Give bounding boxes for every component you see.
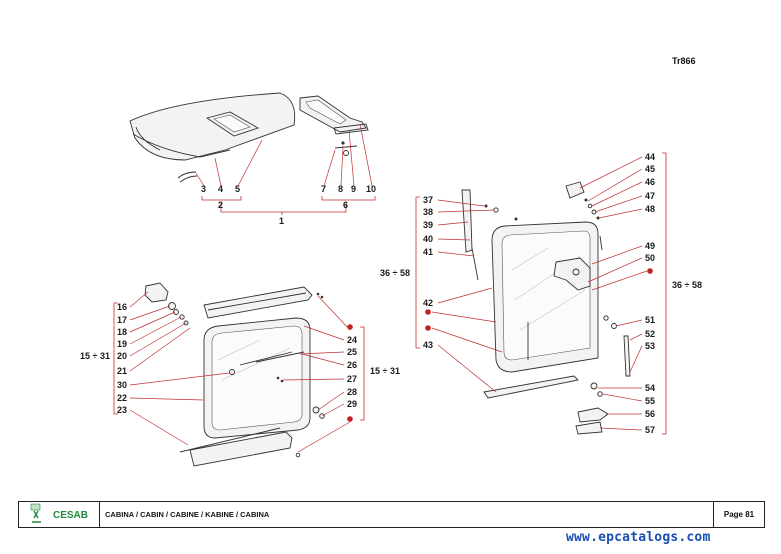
brand-logo: CESAB bbox=[19, 502, 100, 527]
label-29: 29 bbox=[347, 399, 357, 409]
roof-panel bbox=[129, 92, 296, 161]
label-24: 24 bbox=[347, 335, 357, 345]
label-45: 45 bbox=[645, 164, 655, 174]
footer-title-block: CESAB CABINA / CABIN / CABINE / KABINE /… bbox=[18, 501, 765, 528]
door-glass bbox=[501, 230, 591, 361]
label-52: 52 bbox=[645, 329, 655, 339]
roof-assembly bbox=[129, 92, 376, 215]
label-54: 54 bbox=[645, 383, 655, 393]
door-labels: 37 38 39 40 41 42 43 36 ÷ 58 44 45 46 47… bbox=[380, 152, 702, 435]
label-44: 44 bbox=[645, 152, 655, 162]
label-19: 19 bbox=[117, 339, 127, 349]
label-1: 1 bbox=[279, 216, 284, 226]
door-assembly bbox=[415, 152, 667, 435]
roof-seal-strip bbox=[132, 133, 231, 158]
wiper-motor bbox=[144, 282, 169, 303]
label-30: 30 bbox=[117, 380, 127, 390]
range-right-36-58: 36 ÷ 58 bbox=[672, 280, 702, 290]
label-26: 26 bbox=[347, 360, 357, 370]
sheet-code: Tr866 bbox=[672, 56, 696, 66]
front-window-labels: 16 17 18 19 20 21 30 22 23 15 ÷ 31 24 25… bbox=[80, 302, 400, 415]
lower-frame-member bbox=[189, 431, 293, 467]
footer-title: CABINA / CABIN / CABINE / KABINE / CABIN… bbox=[105, 510, 270, 519]
label-47: 47 bbox=[645, 191, 655, 201]
label-49: 49 bbox=[645, 241, 655, 251]
label-3: 3 bbox=[201, 184, 206, 194]
cesab-logo-icon bbox=[30, 503, 41, 523]
label-10: 10 bbox=[366, 184, 376, 194]
page-number: Page 81 bbox=[723, 510, 755, 519]
label-48: 48 bbox=[645, 204, 655, 214]
label-42: 42 bbox=[423, 298, 433, 308]
door-hinge-strip bbox=[461, 189, 473, 253]
label-37: 37 bbox=[423, 195, 433, 205]
brand-name: CESAB bbox=[53, 510, 89, 521]
range-left-36-58: 36 ÷ 58 bbox=[380, 268, 410, 278]
label-21: 21 bbox=[117, 366, 127, 376]
label-51: 51 bbox=[645, 315, 655, 325]
label-39: 39 bbox=[423, 220, 433, 230]
label-38: 38 bbox=[423, 207, 433, 217]
label-20: 20 bbox=[117, 351, 127, 361]
front-window-assembly bbox=[113, 282, 365, 467]
label-2: 2 bbox=[218, 200, 223, 210]
door-lock bbox=[553, 257, 591, 291]
label-28: 28 bbox=[347, 387, 357, 397]
upper-frame-member bbox=[203, 286, 313, 319]
label-22: 22 bbox=[117, 393, 127, 403]
label-43: 43 bbox=[423, 340, 433, 350]
label-6: 6 bbox=[343, 200, 348, 210]
label-5: 5 bbox=[235, 184, 240, 194]
label-40: 40 bbox=[423, 234, 433, 244]
label-41: 41 bbox=[423, 247, 433, 257]
door-sill-strip bbox=[483, 375, 579, 399]
label-27: 27 bbox=[347, 374, 357, 384]
label-23: 23 bbox=[117, 405, 127, 415]
label-53: 53 bbox=[645, 341, 655, 351]
label-7: 7 bbox=[321, 184, 326, 194]
page-number-cell: Page 81 bbox=[713, 502, 764, 527]
label-56: 56 bbox=[645, 409, 655, 419]
label-25: 25 bbox=[347, 347, 357, 357]
label-16: 16 bbox=[117, 302, 127, 312]
label-50: 50 bbox=[645, 253, 655, 263]
label-17: 17 bbox=[117, 315, 127, 325]
door-hinge-bracket bbox=[577, 407, 609, 423]
label-46: 46 bbox=[645, 177, 655, 187]
label-18: 18 bbox=[117, 327, 127, 337]
label-4: 4 bbox=[218, 184, 223, 194]
door-latch bbox=[565, 181, 585, 199]
watermark: www.epcatalogs.com bbox=[566, 530, 711, 545]
range-left-15-31: 15 ÷ 31 bbox=[80, 351, 110, 361]
label-8: 8 bbox=[338, 184, 343, 194]
label-57: 57 bbox=[645, 425, 655, 435]
label-9: 9 bbox=[351, 184, 356, 194]
range-right-15-31: 15 ÷ 31 bbox=[370, 366, 400, 376]
label-55: 55 bbox=[645, 396, 655, 406]
roof-labels: 3 4 5 7 8 9 10 2 6 1 bbox=[201, 184, 376, 226]
